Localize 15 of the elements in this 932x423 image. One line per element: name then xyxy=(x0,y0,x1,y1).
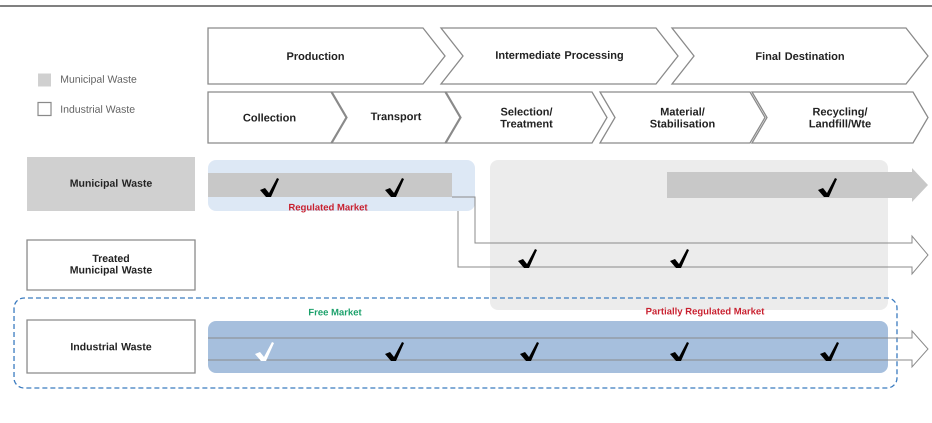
market-label: Partially Regulated Market xyxy=(646,308,764,316)
process-step-box: Recycling/ Landfill/Wte xyxy=(750,91,929,144)
market-label: Regulated Market xyxy=(289,204,368,212)
waste-type-box: Industrial Waste xyxy=(26,319,196,374)
process-step-box: Final Destination xyxy=(670,27,929,85)
legend-text: Industrial Waste xyxy=(61,105,135,113)
waste-type-box: Municipal Waste xyxy=(27,157,195,211)
legend-text: Municipal Waste xyxy=(61,75,136,85)
process-step-box: Material/ Stabilisation xyxy=(598,91,766,144)
waste-type-box: Treated Municipal Waste xyxy=(26,239,196,291)
process-step-box: Intermediate Processing xyxy=(440,27,679,85)
market-label: Free Market xyxy=(308,308,362,316)
process-step-box: Collection xyxy=(207,91,347,144)
process-step-box: Selection/ Treatment xyxy=(444,91,608,144)
process-step-box: Production xyxy=(207,27,446,85)
